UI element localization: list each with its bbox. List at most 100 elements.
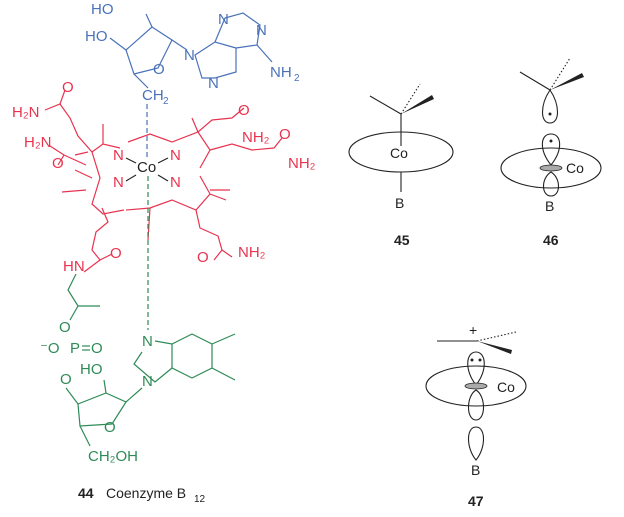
methyl <box>211 333 236 345</box>
carbonyl <box>213 249 223 261</box>
ch2-label: CH <box>142 87 164 104</box>
wedge-bond <box>477 341 512 354</box>
electron-pair <box>470 358 474 362</box>
ribose-ring <box>125 26 173 75</box>
unpaired-electron <box>548 112 552 116</box>
side-chain <box>209 137 283 151</box>
compound-46-diagram: Co B 46 <box>500 57 602 248</box>
benzimidazole <box>133 333 213 383</box>
charge-plus: + <box>469 322 477 338</box>
bond <box>109 37 127 51</box>
methyl <box>211 367 236 381</box>
bond <box>65 387 79 405</box>
wedge-bond <box>401 95 434 114</box>
bond <box>69 305 79 321</box>
bond <box>79 425 91 447</box>
nh2-label: NH₂ <box>288 155 316 172</box>
base-label: B <box>545 198 554 214</box>
co-n-bond <box>157 174 169 182</box>
o-label: O <box>197 249 209 266</box>
n-label: N <box>142 373 153 390</box>
compound-number-46: 46 <box>543 232 559 248</box>
corrin-bottom <box>125 175 211 211</box>
corrin-top <box>127 131 211 169</box>
methyl <box>74 169 93 179</box>
compound-number-45: 45 <box>394 232 410 248</box>
methyl <box>209 193 227 201</box>
base-label: B <box>395 195 404 211</box>
bond <box>133 73 149 89</box>
hash-bond <box>476 331 517 342</box>
radical-orbital <box>541 89 559 124</box>
hn-label: HN <box>63 258 85 275</box>
o-label: O <box>91 340 103 357</box>
n-label: N <box>170 174 181 191</box>
o-label: O <box>110 245 122 262</box>
n-label: N <box>113 174 124 191</box>
o-minus-label: ⁻O <box>40 340 60 357</box>
nh2-label: NH₂ <box>238 244 266 261</box>
torus-orbital <box>539 164 563 172</box>
d-orbital-lobe-top <box>467 351 485 386</box>
co-n-bond <box>125 174 137 182</box>
compound-number-44: 44 <box>78 485 94 501</box>
methyl <box>74 151 89 156</box>
phosphorus-label: P <box>70 340 80 357</box>
ribose-ring <box>77 392 127 427</box>
carbonyl <box>59 89 66 105</box>
bond <box>171 39 188 51</box>
o-label: O <box>104 419 116 436</box>
orbital-plane <box>500 147 602 189</box>
o-label: O <box>59 319 71 336</box>
carbonyl <box>57 154 65 166</box>
side-chain <box>197 107 245 133</box>
co-n-bond <box>157 157 169 164</box>
n-label: N <box>170 147 181 164</box>
compound-name-subscript: 12 <box>194 494 206 505</box>
corrin-ring: H₂N O H₂N O O NH₂ O NH₂ O NH₂ O HN N N N… <box>12 79 316 275</box>
compound-number-47: 47 <box>468 493 484 509</box>
bond <box>256 44 273 63</box>
methyl <box>191 117 199 133</box>
n-label: N <box>113 147 124 164</box>
h2n-label: H₂N <box>12 104 40 121</box>
o-label: O <box>62 79 74 96</box>
d-orbital-lobe-bottom <box>542 171 560 197</box>
torus-orbital <box>464 382 488 390</box>
wedge-bond <box>550 73 584 90</box>
n-label: N <box>208 75 219 92</box>
nh2-label: NH₂ <box>242 129 270 146</box>
hash-bond <box>549 57 571 91</box>
pyrimidine-ring <box>214 12 261 49</box>
side-chain <box>44 103 93 153</box>
d-orbital-lobe-top <box>541 133 561 166</box>
n-label: N <box>256 22 267 39</box>
o-label: O <box>279 126 291 143</box>
o-label: O <box>60 371 72 388</box>
ho-label: HO <box>80 361 103 378</box>
hash-bond <box>400 83 421 115</box>
electron-pair <box>478 358 482 362</box>
purine-ring <box>194 41 237 79</box>
cobalt-label: Co <box>566 160 584 176</box>
orbital-plane <box>425 365 527 407</box>
side-chain <box>83 207 109 273</box>
o-label: O <box>52 155 64 172</box>
base-label: B <box>471 462 480 478</box>
adenosyl-group: HO HO O N N N N NH 2 CH 2 <box>85 1 300 158</box>
carbonyl <box>99 253 113 261</box>
compound-name: Coenzyme B <box>106 485 186 501</box>
co-n-bond <box>125 157 137 164</box>
bond <box>519 71 551 91</box>
unpaired-electron <box>549 139 553 143</box>
ch2oh-label: CH₂OH <box>88 448 138 465</box>
bond <box>145 13 153 28</box>
nh2-label: NH <box>270 64 292 81</box>
ho-label: HO <box>85 28 108 45</box>
bond <box>103 379 107 394</box>
n-label: N <box>184 47 195 64</box>
linker <box>67 273 100 307</box>
subscript: 2 <box>294 73 300 84</box>
cobalt-label: Co <box>137 159 156 176</box>
